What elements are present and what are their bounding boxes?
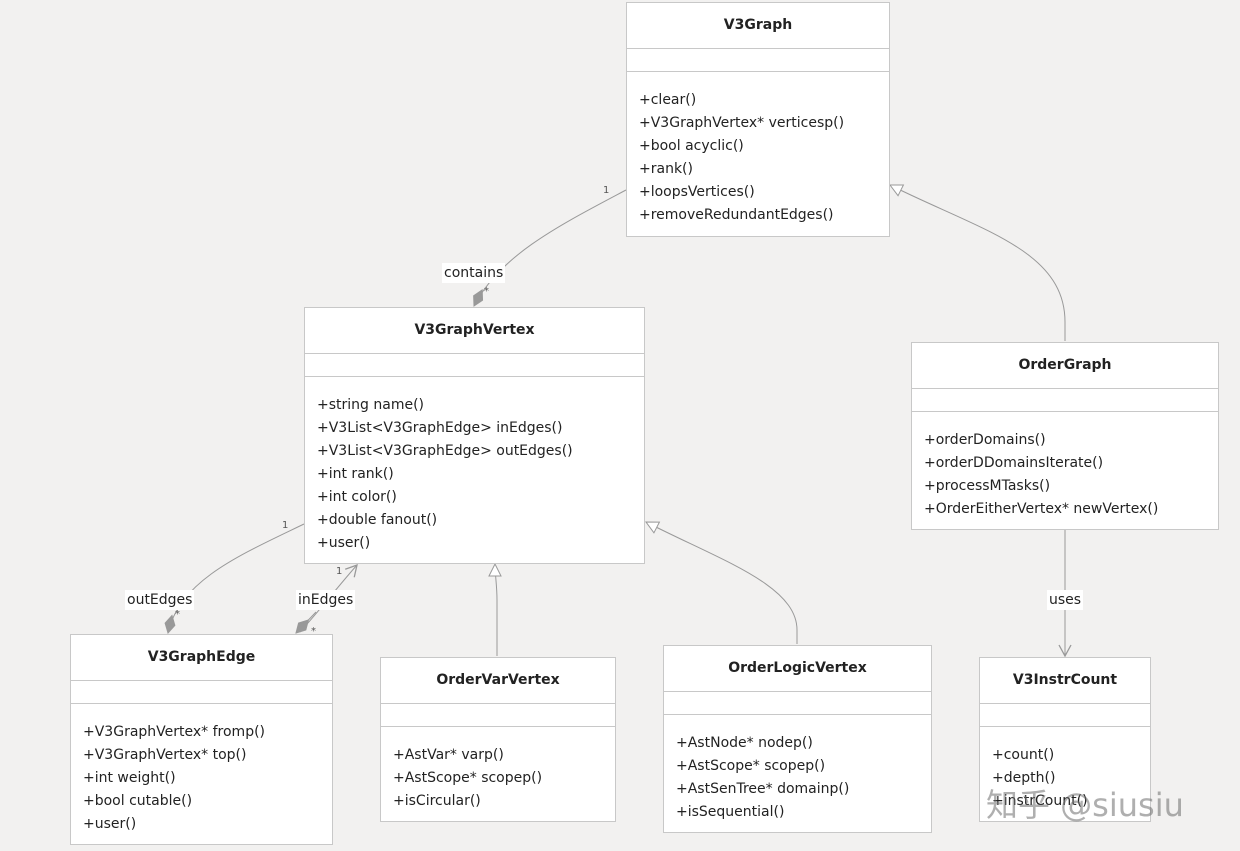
method: +V3List<V3GraphEdge> outEdges() bbox=[317, 443, 573, 459]
attributes-section bbox=[71, 681, 332, 704]
methods-section: +orderDomains() +orderDDomainsIterate() … bbox=[912, 412, 1218, 521]
edge-contains bbox=[474, 189, 627, 306]
method: +double fanout() bbox=[317, 512, 438, 528]
method: +orderDDomainsIterate() bbox=[924, 455, 1104, 471]
method: +V3GraphVertex* top() bbox=[83, 747, 247, 763]
attributes-section bbox=[912, 389, 1218, 412]
method: +AstNode* nodep() bbox=[676, 735, 813, 751]
class-v3graph[interactable]: V3Graph +clear() +V3GraphVertex* vertice… bbox=[626, 2, 890, 237]
class-v3graphedge[interactable]: V3GraphEdge +V3GraphVertex* fromp() +V3G… bbox=[70, 634, 333, 845]
multiplicity-inedges-to: * bbox=[311, 626, 316, 637]
edge-label-inedges: inEdges bbox=[296, 590, 356, 610]
class-v3graphvertex[interactable]: V3GraphVertex +string name() +V3List<V3G… bbox=[304, 307, 645, 564]
attributes-section bbox=[305, 354, 644, 377]
method: +processMTasks() bbox=[924, 478, 1051, 494]
methods-section: +clear() +V3GraphVertex* verticesp() +bo… bbox=[627, 72, 889, 227]
method: +rank() bbox=[639, 161, 693, 177]
method: +int weight() bbox=[83, 770, 176, 786]
method: +string name() bbox=[317, 397, 424, 413]
attributes-section bbox=[381, 704, 615, 727]
class-orderlogicvertex[interactable]: OrderLogicVertex +AstNode* nodep() +AstS… bbox=[663, 645, 932, 833]
edge-inedges-diamond bbox=[296, 611, 317, 633]
class-name: V3InstrCount bbox=[980, 658, 1150, 704]
class-name: OrderLogicVertex bbox=[664, 646, 931, 692]
method: +loopsVertices() bbox=[639, 184, 755, 200]
class-ordergraph[interactable]: OrderGraph +orderDomains() +orderDDomain… bbox=[911, 342, 1219, 530]
edge-outedges bbox=[168, 523, 305, 633]
method: +clear() bbox=[639, 92, 697, 108]
method: +isSequential() bbox=[676, 804, 785, 820]
attributes-section bbox=[627, 49, 889, 72]
watermark: 知乎 @siusiu bbox=[986, 786, 1184, 824]
multiplicity-outedges-from: 1 bbox=[282, 520, 289, 531]
multiplicity-contains-to: * bbox=[484, 286, 489, 297]
method: +bool acyclic() bbox=[639, 138, 744, 154]
class-name: OrderGraph bbox=[912, 343, 1218, 389]
class-name: OrderVarVertex bbox=[381, 658, 615, 704]
attributes-section bbox=[664, 692, 931, 715]
methods-section: +AstVar* varp() +AstScope* scopep() +isC… bbox=[381, 727, 615, 813]
class-name: V3GraphVertex bbox=[305, 308, 644, 354]
multiplicity-contains-from: 1 bbox=[603, 185, 610, 196]
method: +orderDomains() bbox=[924, 432, 1046, 448]
method: +OrderEitherVertex* newVertex() bbox=[924, 501, 1159, 517]
method: +V3List<V3GraphEdge> inEdges() bbox=[317, 420, 563, 436]
method: +bool cutable() bbox=[83, 793, 193, 809]
method: +AstScope* scopep() bbox=[676, 758, 826, 774]
edge-label-outedges: outEdges bbox=[125, 590, 195, 610]
method: +count() bbox=[992, 747, 1055, 763]
methods-section: +string name() +V3List<V3GraphEdge> inEd… bbox=[305, 377, 644, 555]
methods-section: +count() +depth() +instrCount() bbox=[980, 727, 1150, 813]
method: +V3GraphVertex* fromp() bbox=[83, 724, 265, 740]
edge-ordergraph-inherits-v3graph bbox=[890, 185, 1066, 341]
edge-ordervarvertex-inherits bbox=[495, 564, 497, 656]
method: +user() bbox=[317, 535, 371, 551]
multiplicity-inedges-from: 1 bbox=[336, 566, 343, 577]
method: +removeRedundantEdges() bbox=[639, 207, 834, 223]
method: +instrCount() bbox=[992, 793, 1088, 809]
class-name: V3GraphEdge bbox=[71, 635, 332, 681]
method: +depth() bbox=[992, 770, 1056, 786]
method: +AstVar* varp() bbox=[393, 747, 504, 763]
method: +int color() bbox=[317, 489, 397, 505]
method: +isCircular() bbox=[393, 793, 481, 809]
methods-section: +AstNode* nodep() +AstScope* scopep() +A… bbox=[664, 715, 931, 824]
class-name: V3Graph bbox=[627, 3, 889, 49]
multiplicity-outedges-to: * bbox=[175, 609, 180, 620]
class-ordervarvertex[interactable]: OrderVarVertex +AstVar* varp() +AstScope… bbox=[380, 657, 616, 822]
method: +user() bbox=[83, 816, 137, 832]
method: +V3GraphVertex* verticesp() bbox=[639, 115, 845, 131]
attributes-section bbox=[980, 704, 1150, 727]
edge-orderlogicvertex-inherits bbox=[646, 522, 798, 644]
method: +int rank() bbox=[317, 466, 394, 482]
edge-label-uses: uses bbox=[1047, 590, 1084, 610]
edge-label-contains: contains bbox=[442, 263, 506, 283]
method: +AstScope* scopep() bbox=[393, 770, 543, 786]
method: +AstSenTree* domainp() bbox=[676, 781, 850, 797]
class-v3instrcount[interactable]: V3InstrCount +count() +depth() +instrCou… bbox=[979, 657, 1151, 822]
methods-section: +V3GraphVertex* fromp() +V3GraphVertex* … bbox=[71, 704, 332, 836]
